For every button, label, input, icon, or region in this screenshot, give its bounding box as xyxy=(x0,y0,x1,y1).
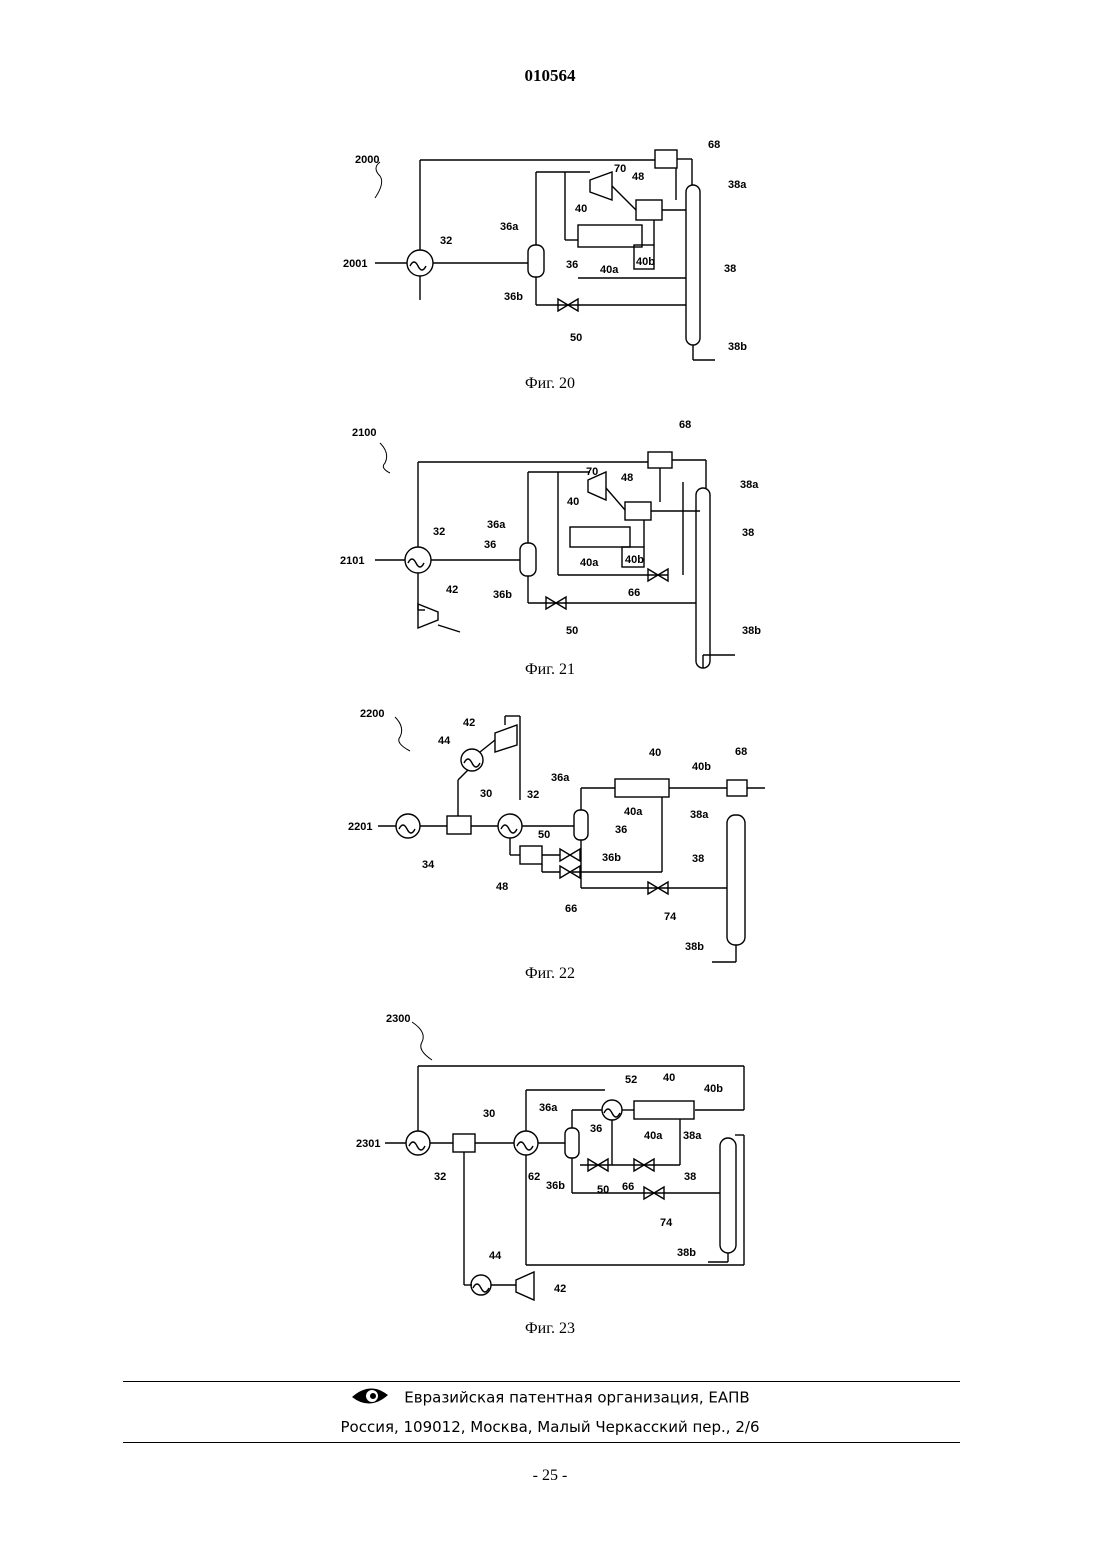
label-36a: 36a xyxy=(539,1102,558,1114)
label-52: 52 xyxy=(625,1074,637,1086)
label-32: 32 xyxy=(434,1171,446,1183)
label-74: 74 xyxy=(660,1217,673,1229)
figure-23-caption: Фиг. 23 xyxy=(0,1320,1100,1338)
footer-address: Россия, 109012, Москва, Малый Черкасский… xyxy=(0,1418,1100,1436)
label-36: 36 xyxy=(590,1123,602,1135)
label-42: 42 xyxy=(554,1283,566,1295)
label-2301: 2301 xyxy=(356,1138,380,1150)
label-50: 50 xyxy=(597,1184,609,1196)
label-40a: 40a xyxy=(644,1130,663,1142)
label-44: 44 xyxy=(489,1250,502,1262)
footer-org-text: Евразийская патентная организация, ЕАПВ xyxy=(404,1389,749,1407)
eapv-eye-logo-icon xyxy=(350,1385,390,1411)
label-36b: 36b xyxy=(546,1180,565,1192)
label-38a: 38a xyxy=(683,1130,702,1142)
figure-23-diagram: 2300 2301 32 30 62 52 40 40b 40a 36a 36 … xyxy=(0,0,1100,1340)
figure-23-labels: 2300 2301 32 30 62 52 40 40b 40a 36a 36 … xyxy=(356,1013,723,1295)
label-62: 62 xyxy=(528,1171,540,1183)
label-66: 66 xyxy=(622,1181,634,1193)
label-40b: 40b xyxy=(704,1083,723,1095)
label-30: 30 xyxy=(483,1108,495,1120)
label-2300: 2300 xyxy=(386,1013,410,1025)
footer-bottom-rule xyxy=(123,1442,960,1443)
label-40: 40 xyxy=(663,1072,675,1084)
label-38b: 38b xyxy=(677,1247,696,1259)
label-38: 38 xyxy=(684,1171,696,1183)
page-number: - 25 - xyxy=(0,1467,1100,1485)
footer-org-line: Евразийская патентная организация, ЕАПВ xyxy=(0,1385,1100,1411)
footer-top-rule xyxy=(123,1381,960,1382)
